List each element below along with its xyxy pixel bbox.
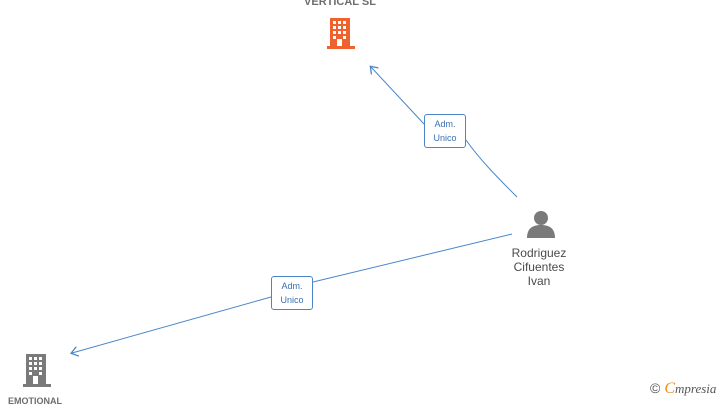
role-badge: Adm. Unico	[424, 114, 466, 148]
role-badge-line: Adm.	[281, 281, 303, 291]
person-name-line: Cifuentes	[513, 260, 565, 274]
role-badge-line: Unico	[280, 295, 304, 305]
building-icon[interactable]	[23, 354, 51, 387]
role-badge-line: Unico	[433, 133, 457, 143]
person-name-line: Ivan	[527, 274, 551, 288]
company-name-label[interactable]: EMOTIONAL	[8, 396, 62, 406]
person-name-line: Rodriguez	[511, 246, 567, 260]
person-name-label[interactable]: Rodriguez Cifuentes Ivan	[499, 246, 579, 288]
role-badge-line: Adm.	[434, 119, 456, 129]
person-icon[interactable]	[527, 211, 555, 238]
brand-logo-letter: C	[664, 380, 675, 397]
role-badge: Adm. Unico	[271, 276, 313, 310]
building-icon[interactable]	[327, 18, 355, 49]
edge-line-top	[371, 67, 518, 198]
edge-line-bottom	[72, 233, 513, 353]
brand-logo-text: mpresia	[675, 381, 717, 396]
brand-watermark: ©Cmpresia	[650, 380, 716, 398]
copyright-icon: ©	[650, 380, 661, 396]
company-name-label[interactable]: VERTICAL SL	[304, 0, 376, 8]
